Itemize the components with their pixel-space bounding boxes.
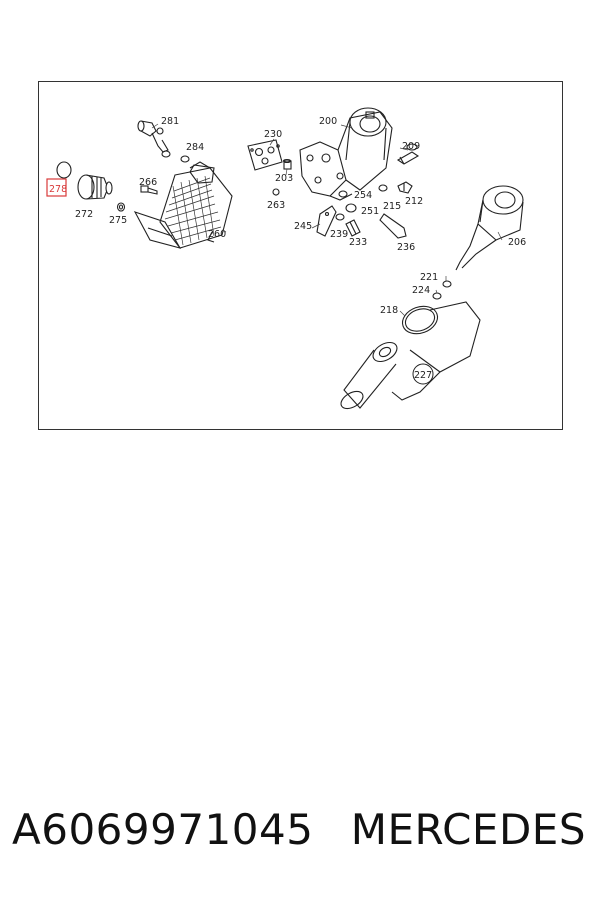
- label-272: 272: [75, 209, 93, 220]
- label-215: 215: [383, 201, 401, 212]
- part-278-ring[interactable]: [56, 161, 72, 179]
- label-239: 239: [330, 229, 348, 240]
- label-218: 218: [380, 305, 398, 316]
- exploded-parts-diagram: 278 272 275 266 281 284: [46, 107, 526, 412]
- label-227: 227: [414, 370, 432, 381]
- label-281: 281: [161, 116, 179, 127]
- part-206-filter-cap[interactable]: [455, 185, 524, 271]
- part-224-oring[interactable]: [432, 292, 442, 300]
- part-275-washer[interactable]: [116, 202, 126, 212]
- label-266: 266: [139, 177, 157, 188]
- part-245-bracket[interactable]: [316, 205, 337, 237]
- part-272-housing[interactable]: [77, 174, 113, 200]
- label-206: 206: [508, 237, 526, 248]
- part-212-sensor[interactable]: [397, 181, 413, 194]
- part-263-oring[interactable]: [272, 188, 280, 196]
- label-221: 221: [420, 272, 438, 283]
- label-278[interactable]: 278: [49, 184, 67, 195]
- part-218-oring[interactable]: [399, 302, 442, 339]
- label-233: 233: [349, 237, 367, 248]
- part-266-screw[interactable]: [140, 185, 158, 195]
- part-236-bolt[interactable]: [379, 213, 407, 239]
- label-275: 275: [109, 215, 127, 226]
- part-230-gasket[interactable]: [247, 139, 283, 171]
- part-203-plug[interactable]: [282, 158, 292, 170]
- label-236: 236: [397, 242, 415, 253]
- part-233-bolt[interactable]: [345, 219, 361, 237]
- part-221-oring[interactable]: [442, 280, 452, 288]
- label-254: 254: [354, 190, 372, 201]
- label-200: 200: [319, 116, 337, 127]
- label-260: 260: [208, 229, 226, 240]
- part-209-valve[interactable]: [396, 143, 420, 165]
- parts-diagram-frame: [38, 81, 563, 430]
- label-263: 263: [267, 200, 285, 211]
- part-281-connector[interactable]: [137, 120, 171, 158]
- part-215-washer[interactable]: [378, 184, 388, 192]
- label-209: 209: [402, 141, 420, 152]
- label-227-callout: [412, 363, 434, 385]
- label-251: 251: [361, 206, 379, 217]
- part-227-filter-element[interactable]: [338, 301, 481, 412]
- label-203: 203: [275, 173, 293, 184]
- label-224: 224: [412, 285, 430, 296]
- leader-lines: [151, 123, 503, 317]
- part-number: A6069971045: [12, 805, 314, 854]
- part-200-filter-housing[interactable]: [299, 107, 393, 201]
- part-239-washer[interactable]: [335, 213, 345, 221]
- part-251-plug[interactable]: [345, 203, 357, 213]
- part-278-highlight-box: [46, 178, 67, 197]
- part-254-seal[interactable]: [338, 190, 348, 198]
- label-284: 284: [186, 142, 204, 153]
- label-212: 212: [405, 196, 423, 207]
- brand-name: MERCEDES: [350, 805, 586, 854]
- part-260-oil-cooler[interactable]: [133, 161, 233, 249]
- label-245: 245: [294, 221, 312, 232]
- label-230: 230: [264, 129, 282, 140]
- part-284-seal[interactable]: [180, 155, 190, 163]
